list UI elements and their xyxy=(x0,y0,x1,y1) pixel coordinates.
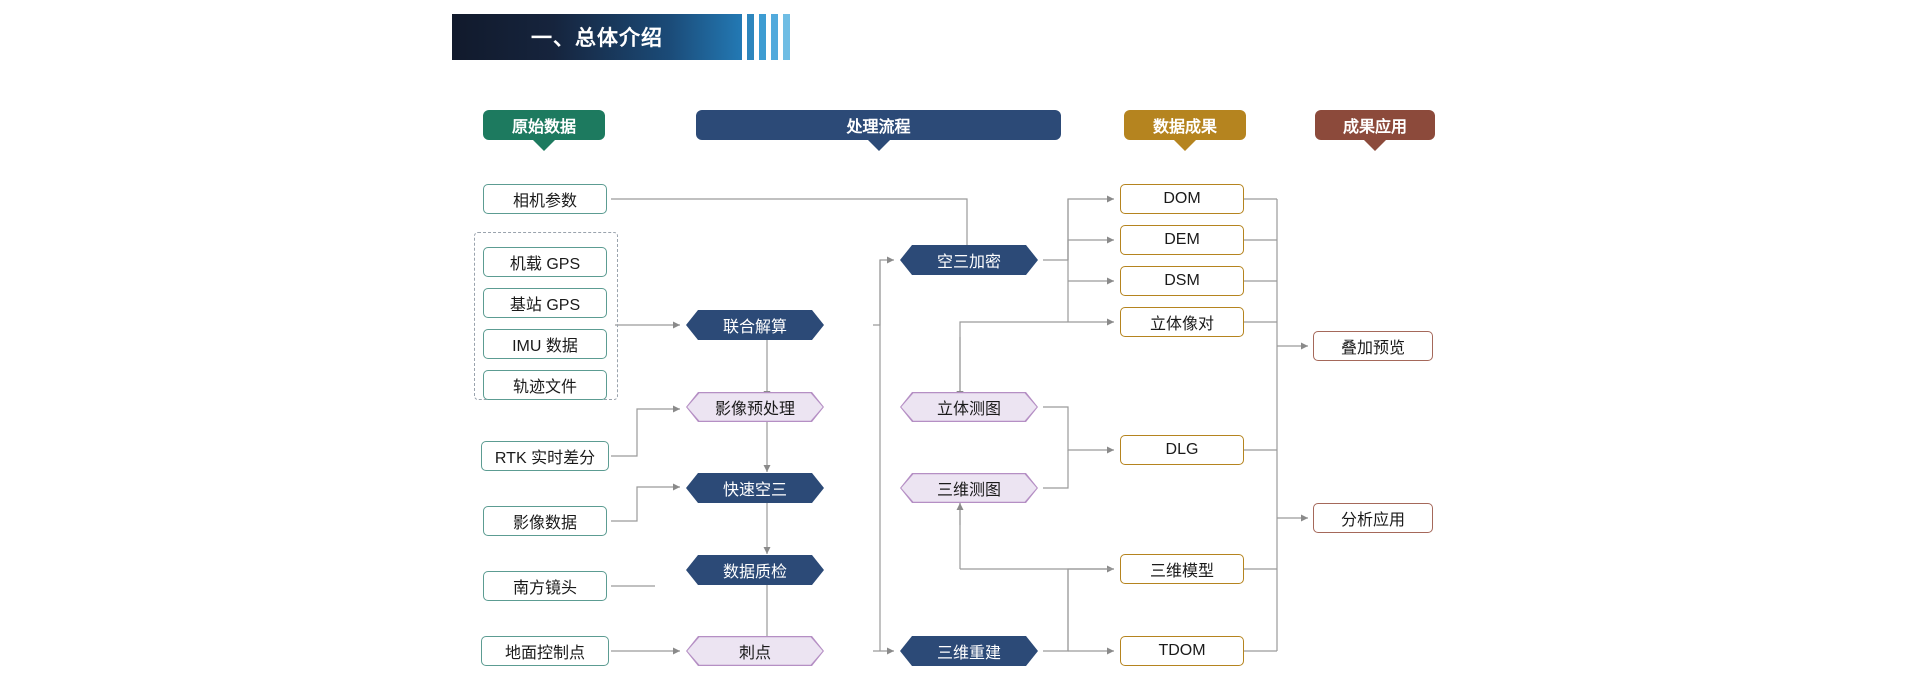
process-label: 快速空三 xyxy=(722,482,787,499)
result-label: 立体像对 xyxy=(1149,316,1214,333)
source-box-base-station-gps[interactable]: 基站 GPS xyxy=(483,288,607,318)
result-label: 三维模型 xyxy=(1149,563,1214,580)
legend-pill-raw-data-label: 原始数据 xyxy=(511,119,576,136)
section-header-banner: 一、总体介绍 xyxy=(452,14,790,60)
source-label: 影像数据 xyxy=(512,515,577,532)
result-box-dem[interactable]: DEM xyxy=(1120,225,1244,255)
source-label: 地面控制点 xyxy=(504,645,585,662)
banner-bar-4 xyxy=(783,14,790,60)
pointer-triangle-icon xyxy=(1364,140,1386,151)
process-box-3d-mapping[interactable]: 三维测图 xyxy=(901,474,1036,502)
process-label: 联合解算 xyxy=(722,319,787,336)
legend-pill-applications: 成果应用 xyxy=(1315,110,1435,151)
process-label: 空三加密 xyxy=(936,254,1001,271)
process-label: 影像预处理 xyxy=(714,400,795,418)
pointer-triangle-icon xyxy=(1174,140,1196,151)
source-label: 南方镜头 xyxy=(512,580,577,597)
process-box-stab-point[interactable]: 刺点 xyxy=(687,637,822,665)
process-box-3d-reconstruction[interactable]: 三维重建 xyxy=(900,636,1038,666)
result-box-dsm[interactable]: DSM xyxy=(1120,266,1244,296)
source-box-rtk-realtime[interactable]: RTK 实时差分 xyxy=(481,441,609,471)
source-label: 基站 GPS xyxy=(509,297,581,314)
result-box-tdom[interactable]: TDOM xyxy=(1120,636,1244,666)
application-label: 叠加预览 xyxy=(1340,340,1405,357)
legend-pill-raw-data: 原始数据 xyxy=(483,110,605,151)
source-box-airborne-gps[interactable]: 机载 GPS xyxy=(483,247,607,277)
source-label: 机载 GPS xyxy=(509,256,581,273)
source-box-camera-params[interactable]: 相机参数 xyxy=(483,184,607,214)
source-box-image-data[interactable]: 影像数据 xyxy=(483,506,607,536)
pointer-triangle-icon xyxy=(867,140,890,151)
banner-bar-3 xyxy=(771,14,778,60)
process-label: 三维测图 xyxy=(936,481,1001,499)
process-box-stereo-mapping[interactable]: 立体测图 xyxy=(901,393,1036,421)
source-box-southern-lens[interactable]: 南方镜头 xyxy=(483,571,607,601)
banner-bar-1 xyxy=(747,14,754,60)
result-label: DLG xyxy=(1165,441,1199,458)
banner-bar-2 xyxy=(759,14,766,60)
source-box-trajectory-file[interactable]: 轨迹文件 xyxy=(483,370,607,400)
result-label: DSM xyxy=(1164,272,1200,289)
process-box-image-preprocess[interactable]: 影像预处理 xyxy=(687,393,822,421)
process-label: 立体测图 xyxy=(936,400,1001,418)
process-box-data-qc[interactable]: 数据质检 xyxy=(686,555,824,585)
source-box-ground-control-points[interactable]: 地面控制点 xyxy=(481,636,609,666)
result-box-dlg[interactable]: DLG xyxy=(1120,435,1244,465)
application-box-analysis[interactable]: 分析应用 xyxy=(1313,503,1433,533)
result-label: DEM xyxy=(1164,231,1200,248)
process-box-joint-solution[interactable]: 联合解算 xyxy=(686,310,824,340)
legend-pill-applications-label: 成果应用 xyxy=(1342,119,1407,136)
process-box-aerotriangulation-densify[interactable]: 空三加密 xyxy=(900,245,1038,275)
process-label: 刺点 xyxy=(738,644,771,662)
result-label: TDOM xyxy=(1158,642,1206,659)
result-box-stereo-pair[interactable]: 立体像对 xyxy=(1120,307,1244,337)
source-label: IMU 数据 xyxy=(512,338,578,355)
legend-pill-results-label: 数据成果 xyxy=(1152,119,1217,136)
banner-background: 一、总体介绍 xyxy=(452,14,742,60)
result-box-3d-model[interactable]: 三维模型 xyxy=(1120,554,1244,584)
process-label: 三维重建 xyxy=(936,645,1001,662)
source-label: 相机参数 xyxy=(512,193,577,210)
legend-pill-process-label: 处理流程 xyxy=(846,119,911,136)
legend-pill-results: 数据成果 xyxy=(1124,110,1246,151)
legend-pill-process: 处理流程 xyxy=(696,110,1061,151)
application-box-overlay-preview[interactable]: 叠加预览 xyxy=(1313,331,1433,361)
pointer-triangle-icon xyxy=(533,140,555,151)
source-box-imu-data[interactable]: IMU 数据 xyxy=(483,329,607,359)
result-label: DOM xyxy=(1163,190,1201,207)
result-box-dom[interactable]: DOM xyxy=(1120,184,1244,214)
source-label: RTK 实时差分 xyxy=(494,450,596,467)
process-label: 数据质检 xyxy=(722,564,787,581)
process-box-fast-aerotriangulation[interactable]: 快速空三 xyxy=(686,473,824,503)
page-title: 一、总体介绍 xyxy=(531,27,663,50)
application-label: 分析应用 xyxy=(1340,512,1405,529)
source-label: 轨迹文件 xyxy=(512,379,577,396)
